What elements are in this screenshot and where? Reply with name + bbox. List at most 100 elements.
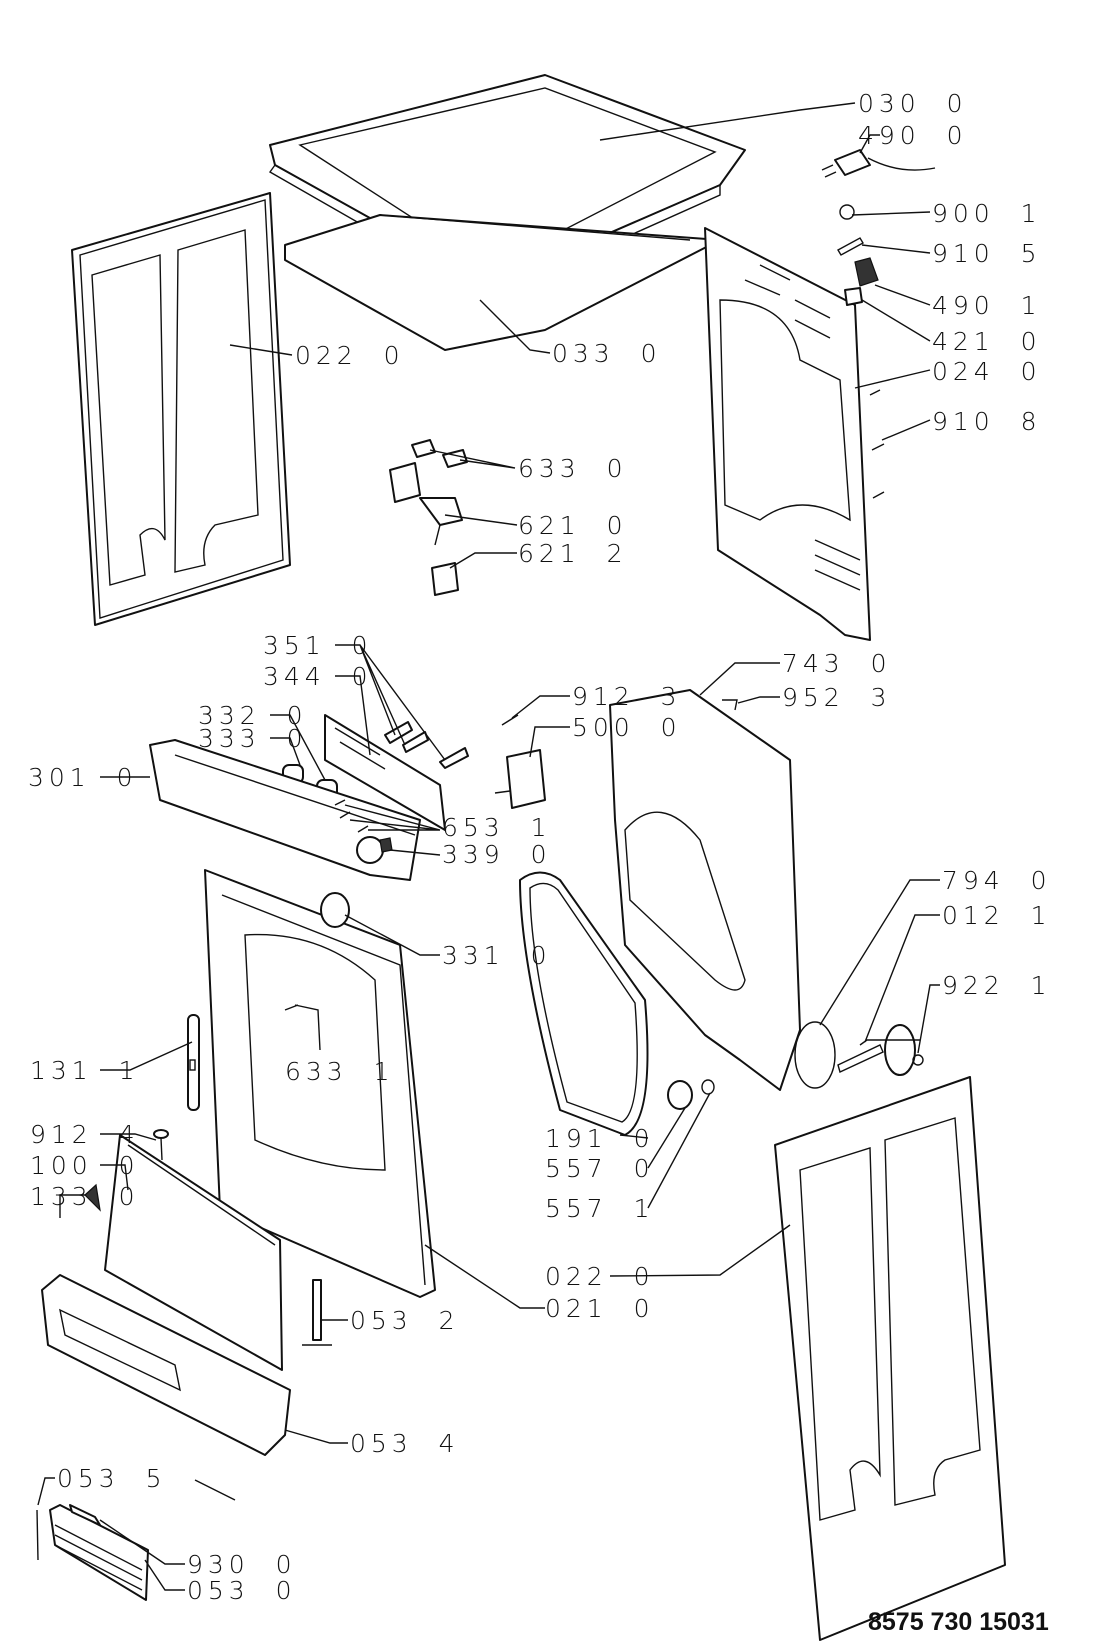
leader-133-0: [59, 1194, 85, 1218]
label-922-1: 922 1: [942, 971, 1052, 1000]
switch-buttons: [411, 439, 468, 468]
label-794-0: 794 0: [942, 866, 1052, 895]
label-191-0: 191 0: [545, 1124, 655, 1153]
program-knob: [320, 892, 350, 928]
label-912-4: 912 4: [30, 1120, 140, 1149]
leader-332-0: [270, 714, 326, 781]
label-930-0: 930 0: [187, 1550, 297, 1579]
top-cover-support: [284, 214, 721, 351]
leader-021-0: [424, 1244, 545, 1309]
label-053-4: 053 4: [350, 1429, 460, 1458]
seal-ring: [794, 1021, 836, 1089]
leader-024-0: [854, 369, 931, 389]
label-339-0: 339 0: [442, 840, 552, 869]
leader-743-0: [699, 662, 780, 696]
leader-912-3: [511, 695, 570, 719]
main-switch: [389, 462, 463, 546]
leader-621-0: [444, 514, 518, 526]
label-022-0-right: 022 0: [545, 1262, 655, 1291]
label-910-5: 910 5: [932, 239, 1042, 268]
label-053-5: 053 5: [57, 1464, 167, 1493]
label-332-0: 332 0: [198, 701, 308, 730]
rear-screws: [869, 389, 885, 499]
front-drum-support: [609, 689, 801, 1091]
leader-922-1: [917, 984, 940, 1054]
label-421-0: 421 0: [932, 327, 1042, 356]
kickplate: [41, 1274, 291, 1501]
plinth-rod: [36, 1509, 39, 1561]
leader-490-1: [874, 284, 931, 306]
label-053-2: 053 2: [350, 1306, 460, 1335]
timer: [494, 749, 546, 809]
leader-910-8: [881, 419, 931, 441]
label-490-0: 490 0: [858, 121, 968, 150]
hinge-pin: [69, 1504, 101, 1526]
label-351-0: 351 0: [263, 631, 373, 660]
label-053-0: 053 0: [187, 1576, 297, 1605]
leader-030-0: [599, 102, 856, 141]
cable-clip: [839, 204, 855, 220]
label-030-0: 030 0: [858, 89, 968, 118]
door-catch: [187, 1014, 200, 1111]
cord-connector: [854, 257, 879, 287]
lamp-gasket: [701, 1079, 715, 1095]
label-952-3: 952 3: [782, 683, 892, 712]
leader-331-0: [344, 914, 440, 956]
catch-screw: [153, 1129, 169, 1161]
label-100-0: 100 0: [30, 1151, 140, 1180]
leader-191-0: [619, 1134, 649, 1139]
door: [104, 1134, 283, 1371]
label-131-1: 131 1: [30, 1056, 140, 1085]
timer-screw: [501, 714, 519, 726]
leader-022-0-right: [609, 1224, 791, 1277]
side-panel-left: [71, 192, 291, 626]
leader-012-1: [864, 914, 940, 1043]
switch-621-2: [431, 562, 459, 596]
plinth-spring: [302, 1279, 332, 1346]
rear-panel: [704, 227, 871, 641]
label-912-3: 912 3: [572, 682, 682, 711]
document-number: 8575 730 15031: [868, 1608, 1049, 1636]
leader-952-3: [737, 696, 780, 704]
leader-500-0: [529, 726, 570, 758]
label-133-0: 133 0: [30, 1182, 140, 1211]
power-cord: [821, 149, 936, 178]
support-clip: [722, 699, 738, 711]
label-344-0: 344 0: [263, 662, 373, 691]
leader-053-4: [284, 1429, 348, 1444]
label-333-0: 333 0: [198, 724, 308, 753]
leader-794-0: [819, 879, 940, 1026]
label-653-1: 653 1: [442, 813, 552, 842]
electronic-board: [324, 714, 446, 831]
label-633-0: 633 0: [518, 454, 628, 483]
label-557-0: 557 0: [545, 1154, 655, 1183]
label-743-0: 743 0: [782, 649, 892, 678]
fan-assembly: [837, 1024, 920, 1076]
label-012-1: 012 1: [942, 901, 1052, 930]
nut: [912, 1054, 924, 1066]
label-033-0: 033 0: [552, 339, 662, 368]
label-900-1: 900 1: [932, 199, 1042, 228]
leader-344-0: [335, 675, 371, 756]
door-hinge: [84, 1183, 101, 1212]
label-301-0: 301 0: [28, 763, 138, 792]
leader-621-2: [449, 552, 517, 569]
leader-351-0: [335, 644, 446, 761]
leader-033-0: [479, 299, 551, 354]
leader-653-1: [344, 804, 441, 831]
leader-910-5: [861, 244, 931, 254]
leader-633-0: [429, 449, 516, 469]
label-557-1: 557 1: [545, 1194, 655, 1223]
leader-930-0: [99, 1519, 185, 1565]
leader-912-4: [100, 1133, 157, 1141]
leader-339-0: [389, 849, 441, 856]
leader-053-5: [37, 1477, 55, 1506]
label-621-2: 621 2: [518, 539, 628, 568]
filter-block: [844, 287, 863, 306]
light-pipes: [384, 721, 469, 769]
label-490-1: 490 1: [932, 291, 1042, 320]
screw-910-5: [837, 237, 864, 256]
label-633-1: 633 1: [285, 1057, 395, 1086]
lamp-holder: [667, 1080, 693, 1110]
